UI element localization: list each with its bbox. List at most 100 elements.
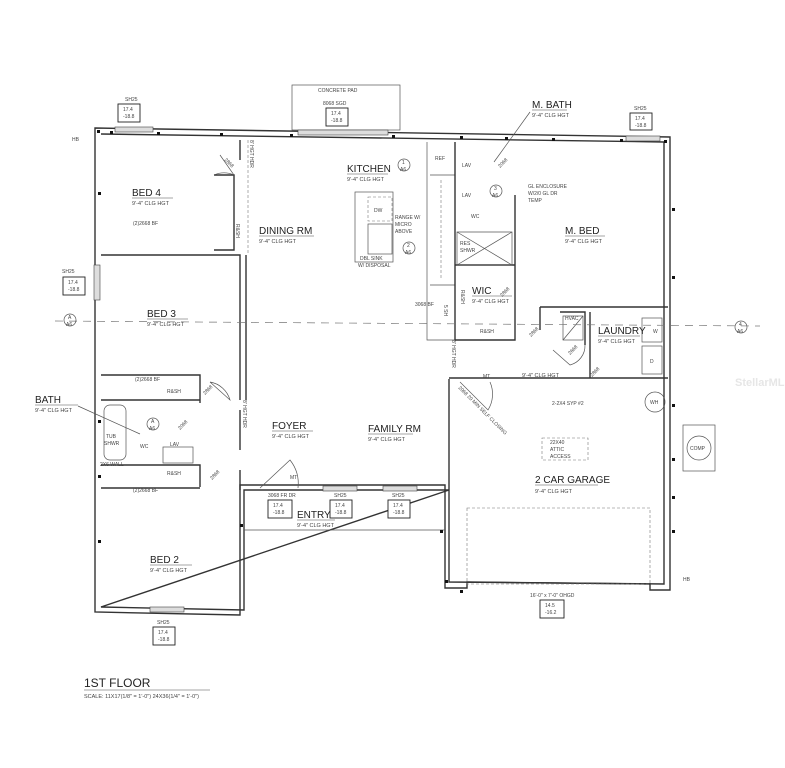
openings-window-label: SH25: [62, 269, 75, 275]
room-entry: ENTRY 9'-4" CLG HGT: [297, 510, 335, 529]
fixtures-wc-label: WC: [471, 214, 480, 220]
fixtures-sh-label: 5 SH: [442, 305, 448, 317]
rooms-family-ceiling-label: 9'-4" CLG HGT: [368, 437, 406, 443]
fixtures-ref-label: REF: [435, 156, 445, 162]
section-marker-a[interactable]: A A6: [63, 313, 77, 328]
fixtures-lav-label: LAV: [170, 442, 180, 448]
room-dining: DINING RM 9'-4" CLG HGT: [259, 226, 314, 245]
openings-window-label: SH25: [125, 97, 138, 103]
concrete-pad-label: CONCRETE PAD: [318, 88, 358, 94]
values-std_bot-label: -18.8: [158, 637, 170, 643]
rooms-family-name-label: FAMILY RM: [368, 424, 421, 435]
openings-door_2868-label: 2868: [202, 384, 214, 396]
section_markers-2-sheet-label: A6: [492, 193, 498, 199]
fixtures-rsh-label: R&SH: [167, 471, 181, 477]
fixtures-rsh-label: R&SH: [480, 329, 494, 335]
section_markers-4-num-label: A: [151, 419, 155, 425]
fixtures-header-label: 8' HGT HDR: [450, 340, 456, 368]
values-std_bot-label: -18.8: [123, 114, 135, 120]
fixtures-range-2-label: ABOVE: [395, 229, 413, 235]
section-marker-1[interactable]: 1 A6: [397, 158, 411, 173]
rooms-bed4-ceiling-label: 9'-4" CLG HGT: [132, 201, 170, 207]
fixtures-comp-label: COMP: [690, 446, 706, 452]
room-master-bed: M. BED 9'-4" CLG HGT: [565, 226, 605, 245]
exterior-walls: [94, 127, 671, 616]
fixtures-rsh-label: R&SH: [234, 224, 240, 238]
values-std_top-label: 17.4: [393, 503, 403, 509]
fixtures-rsh-label: R&SH: [459, 290, 465, 304]
values-std_top-label: 17.4: [273, 503, 283, 509]
fixtures-tub-0-label: TUB: [106, 434, 117, 440]
rooms-wic-ceiling-label: 9'-4" CLG HGT: [472, 299, 510, 305]
section-marker-4[interactable]: 4 A6: [734, 320, 748, 335]
room-bath: BATH 9'-4" CLG HGT: [35, 395, 141, 435]
slider-label: 8068 SGD: [323, 101, 347, 107]
window-tag-entry-2: SH25 17.4 -18.8: [387, 493, 411, 519]
fixtures-attic-2-label: ACCESS: [550, 454, 571, 460]
section-marker-bath[interactable]: A A6: [146, 417, 160, 432]
openings-door_2868-label: 2868: [589, 366, 601, 378]
rooms-dining-name-label: DINING RM: [259, 226, 312, 237]
fixtures-range-1-label: MICRO: [395, 222, 412, 228]
fixtures-attic-0-label: 22X40: [550, 440, 565, 446]
section_markers-0-num-label: 1: [402, 160, 405, 166]
fixtures-washer-label: W: [653, 329, 658, 335]
openings-bifold_2-label: (2)2668 BF: [133, 488, 158, 494]
fixtures-gl_enclosure-0-label: GL ENCLOSURE: [528, 184, 568, 190]
openings-door_2068-label: 2068: [177, 419, 189, 431]
values-std_bot-label: -18.8: [68, 287, 80, 293]
interior-walls: [101, 140, 716, 585]
fixtures-range-0-label: RANGE W/: [395, 215, 421, 221]
plan-scale: SCALE: 11X17(1/8" = 1'-0") 24X36(1/4" = …: [84, 694, 199, 700]
rooms-bed3-name-label: BED 3: [147, 309, 176, 320]
fixtures-gl_enclosure-2-label: TEMP: [528, 198, 543, 204]
fixtures-lav-label: LAV: [462, 163, 472, 169]
section_markers-3-num-label: 4: [739, 322, 742, 328]
section_markers-3-sheet-label: A6: [737, 329, 743, 335]
fixtures-dw-label: DW: [374, 208, 383, 214]
openings-bifold_3068-label: 3068 BF: [415, 302, 434, 308]
openings-garage_door-label: 16'-0" x 7'-0" OHGD: [530, 593, 575, 599]
room-kitchen: KITCHEN 9'-4" CLG HGT: [347, 164, 391, 183]
windows: [93, 126, 661, 613]
rooms-laundry-name-label: LAUNDRY: [598, 326, 646, 337]
openings-bifold_2-label: (2)2668 BF: [133, 221, 158, 227]
section-line-a: [54, 320, 761, 327]
posts: [97, 130, 675, 593]
window-tag-left: SH25 17.4 -18.8: [62, 269, 86, 296]
rooms-bed4-name-label: BED 4: [132, 188, 161, 199]
openings-door_2668-label: 2668: [567, 344, 579, 356]
openings-door_2868-label: 2868: [499, 286, 511, 298]
room-master-bath: M. BATH 9'-4" CLG HGT: [493, 100, 572, 163]
openings-window-label: SH25: [334, 493, 347, 499]
fixtures-lav-label: LAV: [462, 193, 472, 199]
rooms-bed2-ceiling-label: 9'-4" CLG HGT: [150, 568, 188, 574]
rooms-laundry-ceiling-label: 9'-4" CLG HGT: [598, 339, 636, 345]
rooms-mbath-ceiling-label: 9'-4" CLG HGT: [532, 113, 570, 119]
fixtures-wall_2x6-label: 2X6 WALL: [100, 462, 124, 468]
values-std_bot-label: -18.8: [331, 118, 343, 124]
section-marker-3[interactable]: 3 A6: [489, 184, 503, 199]
values-std_top-label: 17.4: [158, 630, 168, 636]
window-tag-entry-1: SH25 17.4 -18.8: [329, 493, 353, 519]
rooms-kitchen-name-label: KITCHEN: [347, 164, 391, 175]
fixtures-sink-1-label: W/ DISPOSAL: [358, 263, 391, 269]
values-garage_bot-label: -16.2: [545, 610, 557, 616]
fixtures-wc-label: WC: [140, 444, 149, 450]
rooms-mbath-name-label: M. BATH: [532, 100, 572, 111]
fixtures-attic-1-label: ATTIC: [550, 447, 564, 453]
window-tag-top-left: SH25 17.4 -18.8: [117, 97, 141, 123]
rooms-bed2-name-label: BED 2: [150, 555, 179, 566]
room-foyer: FOYER 9'-4" CLG HGT: [272, 421, 313, 440]
door-tag-front: 3068 FR DR 17.4 -18.8: [267, 493, 296, 519]
section-marker-2[interactable]: 2 A6: [402, 241, 416, 256]
room-garage: 2 CAR GARAGE 9'-4" CLG HGT: [535, 475, 610, 495]
openings-mt-label: MT: [483, 374, 490, 380]
fixtures-rsh-label: R&SH: [167, 389, 181, 395]
openings-fire_door-label: 2068 20 MIN SELF CLOSING: [457, 385, 508, 436]
values-std_top-label: 17.4: [123, 107, 133, 113]
values-std_top-label: 17.4: [335, 503, 345, 509]
plan-title: 1ST FLOOR: [84, 676, 151, 690]
room-bed2: BED 2 9'-4" CLG HGT: [150, 555, 192, 574]
